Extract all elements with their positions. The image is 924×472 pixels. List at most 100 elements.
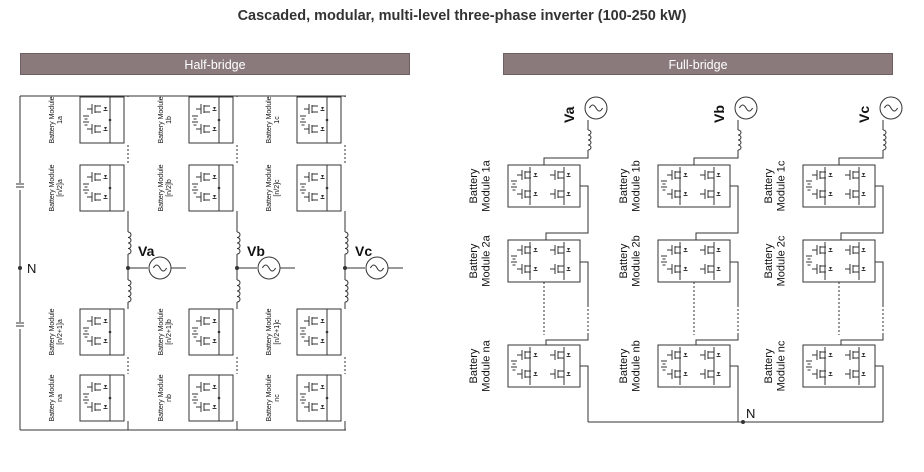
diode (213, 385, 216, 388)
diode (534, 372, 537, 375)
svg-text:Battery Modulenc: Battery Modulenc (266, 374, 281, 421)
svg-text:Battery Module[n/2]c: Battery Module[n/2]c (266, 164, 281, 211)
inductor (737, 129, 742, 151)
transistor (550, 264, 571, 274)
diode (717, 353, 720, 356)
neutral-label: N (27, 261, 36, 276)
battery-module (657, 239, 731, 283)
diode (104, 175, 107, 178)
diode (684, 248, 687, 251)
diode (567, 248, 570, 251)
capacitor (16, 183, 24, 188)
svg-text:BatteryModule 2c: BatteryModule 2c (763, 235, 788, 286)
diode (717, 173, 720, 176)
diode (829, 372, 832, 375)
transistor (517, 369, 538, 379)
transistor (196, 124, 217, 134)
svg-text:Battery Module1a: Battery Module1a (49, 96, 64, 143)
diode (321, 405, 324, 408)
diode (104, 127, 107, 130)
ac-source (365, 256, 389, 280)
diode (213, 127, 216, 130)
transistor (304, 124, 325, 134)
ac-source (148, 256, 172, 280)
battery-module (79, 308, 125, 356)
transistor (304, 316, 325, 326)
transistor (700, 170, 721, 180)
inductor (882, 129, 887, 151)
battery (300, 393, 306, 404)
transistor (196, 336, 217, 346)
battery-module (79, 374, 125, 422)
phase-voltage-label: Vc (355, 243, 372, 259)
battery (806, 255, 812, 266)
diode (862, 192, 865, 195)
inductor (127, 279, 132, 303)
module-label: BatteryModule 2b (618, 235, 643, 286)
inductor (344, 231, 349, 255)
battery-module (188, 164, 234, 212)
diode (717, 192, 720, 195)
diode (213, 405, 216, 408)
module-label: BatteryModule 2a (468, 234, 493, 286)
diode (104, 405, 107, 408)
battery (192, 183, 198, 194)
battery (83, 327, 89, 338)
svg-text:Battery Module[n/2]b: Battery Module[n/2]b (158, 164, 173, 211)
battery-module (296, 164, 342, 212)
capacitor (16, 322, 24, 327)
battery (511, 255, 517, 266)
diode (829, 267, 832, 270)
battery-module (79, 164, 125, 212)
diode (104, 339, 107, 342)
svg-text:Battery Module1c: Battery Module1c (266, 96, 281, 143)
battery (661, 180, 667, 191)
diode (684, 173, 687, 176)
diode (829, 173, 832, 176)
diode (213, 319, 216, 322)
diode (829, 353, 832, 356)
transistor (550, 369, 571, 379)
diode (567, 372, 570, 375)
transistor (196, 192, 217, 202)
svg-text:BatteryModule 1c: BatteryModule 1c (763, 160, 788, 211)
inductor (587, 129, 592, 151)
diode (567, 173, 570, 176)
battery-module (802, 164, 876, 208)
transistor (845, 189, 866, 199)
module-label: Battery Module[n/2+1]c (266, 308, 281, 355)
svg-text:BatteryModule 1a: BatteryModule 1a (468, 159, 493, 211)
battery-module (188, 374, 234, 422)
diode (567, 353, 570, 356)
diode (684, 267, 687, 270)
diode (717, 372, 720, 375)
transistor (667, 245, 688, 255)
ac-source (257, 256, 281, 280)
battery (511, 360, 517, 371)
diode (829, 192, 832, 195)
diode (534, 192, 537, 195)
transistor (87, 124, 108, 134)
diode (567, 267, 570, 270)
svg-text:BatteryModule 2b: BatteryModule 2b (618, 235, 643, 286)
svg-text:BatteryModule nb: BatteryModule nb (618, 340, 643, 391)
module-label: BatteryModule nc (763, 340, 788, 391)
diode (862, 173, 865, 176)
battery (511, 180, 517, 191)
transistor (700, 350, 721, 360)
diode (862, 353, 865, 356)
full-bridge-banner: Full-bridge (503, 53, 893, 75)
module-label: BatteryModule 1a (468, 159, 493, 211)
battery (83, 115, 89, 126)
battery (192, 115, 198, 126)
diode (567, 192, 570, 195)
transistor (550, 170, 571, 180)
transistor (87, 402, 108, 412)
svg-text:Battery Modulenb: Battery Modulenb (158, 374, 173, 421)
diode (213, 175, 216, 178)
module-label: Battery Module[n/2]a (49, 164, 64, 211)
